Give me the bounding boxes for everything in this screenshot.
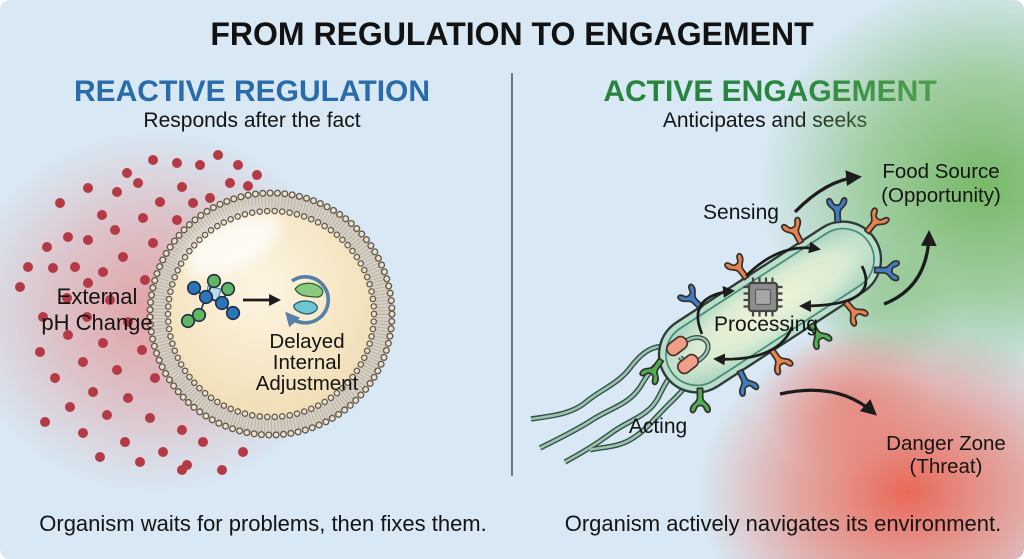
ph-dot	[83, 183, 93, 193]
page-title: FROM REGULATION TO ENGAGEMENT	[210, 16, 814, 52]
ph-dot	[63, 232, 73, 242]
membrane-tails	[151, 194, 391, 434]
ph-dot	[122, 168, 132, 178]
ph-dot	[112, 187, 122, 197]
ph-dot	[35, 347, 45, 357]
ph-dot	[112, 365, 122, 375]
ph-dot	[213, 150, 223, 160]
ph-dot	[177, 182, 187, 192]
ph-dot	[15, 282, 25, 292]
ph-dot	[98, 338, 108, 348]
arrow-to-food-2	[883, 230, 937, 306]
ph-dot	[225, 178, 235, 188]
internal-flow-arrows	[696, 241, 868, 366]
left-panel-heading: REACTIVE REGULATION	[74, 75, 430, 108]
ph-dot	[233, 160, 243, 170]
external-ph-label-line2: pH Change	[41, 310, 152, 335]
ph-dot	[145, 413, 155, 423]
ph-dot	[252, 170, 262, 180]
ph-dot	[110, 225, 120, 235]
ph-dot	[98, 267, 108, 277]
feedback-loop-icon	[285, 275, 331, 328]
ph-dot	[118, 252, 128, 262]
ph-dot	[177, 425, 187, 435]
ph-dot	[102, 410, 112, 420]
ph-dot	[198, 437, 208, 447]
ph-dot	[83, 278, 93, 288]
ph-dot	[48, 263, 58, 273]
ph-dot	[238, 447, 248, 457]
ph-dot	[62, 293, 72, 303]
danger-zone-label-line1: Danger Zone	[886, 432, 1006, 455]
ph-dot	[177, 465, 187, 475]
external-ph-label-line1: External	[57, 284, 138, 309]
ph-dot	[195, 160, 205, 170]
ph-dot	[42, 242, 52, 252]
membrane-beads-inner-fill	[166, 209, 376, 419]
ph-dot	[205, 193, 215, 203]
arrow-to-food-1	[793, 170, 862, 214]
ph-dot	[70, 262, 80, 272]
ph-dot	[65, 402, 75, 412]
ph-dot	[38, 312, 48, 322]
food-source-label-line2: (Opportunity)	[881, 184, 1001, 207]
ph-dot	[172, 215, 182, 225]
ph-dot	[133, 178, 143, 188]
ph-dot	[105, 295, 115, 305]
arrow-to-danger	[779, 388, 877, 416]
ph-dot	[23, 262, 33, 272]
molecule-icon	[180, 273, 241, 329]
danger-zone-label-line2: (Threat)	[910, 455, 983, 478]
adjustment-label-line1: Delayed	[269, 330, 344, 353]
adjustment-label-line3: Adjustment	[256, 372, 359, 395]
ph-dot	[97, 210, 107, 220]
left-panel-caption: Organism waits for problems, then fixes …	[39, 511, 487, 536]
processing-label: Processing	[714, 313, 818, 336]
ph-dot	[172, 158, 182, 168]
ph-dot	[55, 198, 65, 208]
right-panel-caption: Organism actively navigates its environm…	[565, 511, 1002, 536]
chip-icon	[743, 277, 783, 317]
acting-label: Acting	[629, 415, 687, 438]
cell-highlight	[184, 212, 280, 278]
ph-change-dots	[15, 150, 262, 475]
food-source-label-line1: Food Source	[882, 160, 999, 183]
ph-dot	[120, 437, 130, 447]
ph-dot	[155, 197, 165, 207]
ph-dot	[148, 238, 158, 248]
ph-dot	[148, 155, 158, 165]
ph-dot	[95, 452, 105, 462]
ph-dot	[50, 373, 60, 383]
ph-dot	[150, 373, 160, 383]
ph-dot	[123, 317, 133, 327]
membrane-beads-outer-fill	[147, 190, 395, 438]
adjustment-label-line2: Internal	[273, 351, 341, 374]
ph-dot	[40, 417, 50, 427]
ph-dot	[135, 457, 145, 467]
sensing-label: Sensing	[703, 201, 779, 224]
ph-dot	[137, 345, 147, 355]
flagellar-motors	[665, 334, 711, 375]
ph-dot	[188, 198, 198, 208]
ph-dot	[78, 428, 88, 438]
ph-dot	[217, 465, 227, 475]
ph-dot	[63, 330, 73, 340]
ph-dot	[243, 181, 253, 191]
cell	[146, 189, 396, 439]
ph-dot	[82, 312, 92, 322]
ph-dot	[140, 275, 150, 285]
ph-dot	[138, 213, 148, 223]
ph-dot	[158, 447, 168, 457]
ph-dot	[123, 393, 133, 403]
ph-dot	[78, 357, 88, 367]
ph-dot	[83, 235, 93, 245]
left-panel-subtitle: Responds after the fact	[143, 109, 360, 132]
ph-dot	[88, 387, 98, 397]
